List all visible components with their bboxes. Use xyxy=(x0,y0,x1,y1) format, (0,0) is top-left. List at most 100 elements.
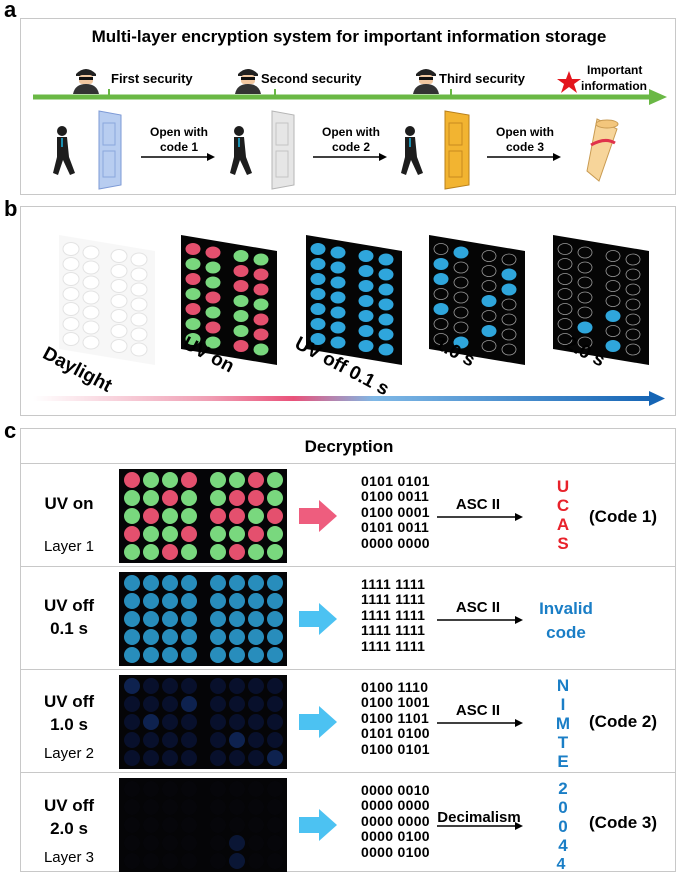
led-spot xyxy=(143,544,159,560)
decryption-graphics xyxy=(119,469,523,872)
led-dot xyxy=(185,288,201,300)
led-dot xyxy=(481,295,497,307)
row1-binary-4: 0000 0000 xyxy=(361,535,430,551)
led-photo-1 xyxy=(119,469,287,563)
led-dot xyxy=(453,246,469,259)
row3-result-1: I xyxy=(560,695,566,714)
led-spot xyxy=(229,490,245,506)
led-dot xyxy=(130,342,148,357)
led-spot xyxy=(124,714,140,730)
photo-background xyxy=(119,778,287,872)
row2-binary-3: 1111 1111 xyxy=(361,622,426,638)
row3-result-4: E xyxy=(557,752,569,771)
row4-result-1: 0 xyxy=(558,798,568,817)
led-spot xyxy=(229,526,245,542)
led-spot xyxy=(229,732,245,748)
step-1-line2: code 1 xyxy=(159,140,198,154)
led-dot xyxy=(378,328,394,341)
led-dot xyxy=(557,288,573,300)
led-spot xyxy=(229,647,245,663)
row4-label-line2: 2.0 s xyxy=(50,819,88,838)
led-spot xyxy=(267,472,283,488)
led-dot xyxy=(130,282,148,297)
led-dot xyxy=(378,268,394,281)
led-spot xyxy=(143,696,159,712)
led-dot xyxy=(453,321,469,334)
decryption-header: Decryption xyxy=(304,437,394,456)
led-spot xyxy=(229,508,245,524)
step-3-line1: Open with xyxy=(496,125,554,139)
led-spot xyxy=(229,544,245,560)
led-dot xyxy=(130,327,148,342)
led-spot xyxy=(267,799,283,815)
led-spot xyxy=(124,750,140,766)
led-spot xyxy=(162,732,178,748)
row3-result-0: N xyxy=(556,676,570,695)
guard-icon xyxy=(73,69,99,94)
led-spot xyxy=(229,678,245,694)
panel-c-label: c xyxy=(4,418,17,443)
method-arrow-head-1 xyxy=(515,513,523,521)
row3-result-2: M xyxy=(555,714,571,733)
led-spot xyxy=(267,817,283,833)
led-spot xyxy=(267,853,283,869)
led-spot xyxy=(248,490,264,506)
led-spot xyxy=(124,472,140,488)
led-dot xyxy=(253,328,269,341)
led-dot xyxy=(625,343,641,356)
led-dot xyxy=(185,333,201,345)
led-spot xyxy=(124,732,140,748)
led-spot xyxy=(181,678,197,694)
led-dot xyxy=(82,245,100,260)
led-spot xyxy=(124,526,140,542)
led-spot xyxy=(143,508,159,524)
led-spot xyxy=(162,526,178,542)
row3-binary-2: 0100 1101 xyxy=(361,710,430,726)
led-spot xyxy=(124,629,140,645)
led-dot xyxy=(205,276,221,289)
led-spot xyxy=(143,611,159,627)
led-spot xyxy=(229,714,245,730)
led-spot xyxy=(229,853,245,869)
led-array-3 xyxy=(429,235,525,365)
led-spot xyxy=(248,835,264,851)
row1-code: (Code 1) xyxy=(589,507,657,526)
row4-binary-2: 0000 0000 xyxy=(361,813,430,829)
led-dot xyxy=(605,325,621,337)
led-dot xyxy=(605,310,621,322)
led-dot xyxy=(330,306,346,319)
led-dot xyxy=(501,313,517,326)
led-spot xyxy=(267,696,283,712)
led-dot xyxy=(358,265,374,277)
led-array-0 xyxy=(59,235,155,365)
led-spot xyxy=(124,490,140,506)
row2-label-line1: UV off xyxy=(43,596,95,615)
led-spot xyxy=(267,835,283,851)
led-spot xyxy=(162,629,178,645)
led-dot xyxy=(82,260,100,275)
led-spot xyxy=(162,472,178,488)
led-spot xyxy=(229,575,245,591)
led-spot xyxy=(143,678,159,694)
led-spot xyxy=(124,647,140,663)
row2-binary-0: 1111 1111 xyxy=(361,576,426,592)
led-dot xyxy=(577,261,593,274)
led-spot xyxy=(229,611,245,627)
led-dot xyxy=(62,317,80,331)
led-dot xyxy=(233,295,249,307)
led-dot xyxy=(481,325,497,337)
row4-result-3: 4 xyxy=(558,836,568,855)
led-spot xyxy=(229,750,245,766)
led-spot xyxy=(143,526,159,542)
led-spot xyxy=(162,799,178,815)
panel-a-title: Multi-layer encryption system for import… xyxy=(91,27,607,46)
led-dot xyxy=(233,280,249,292)
led-dot xyxy=(481,340,497,352)
led-spot xyxy=(210,678,226,694)
row4-result-0: 2 xyxy=(558,779,568,798)
block-arrow-3 xyxy=(299,706,337,738)
led-spot xyxy=(248,732,264,748)
led-dot xyxy=(605,340,621,352)
led-dot xyxy=(378,253,394,266)
led-dot xyxy=(433,273,449,285)
